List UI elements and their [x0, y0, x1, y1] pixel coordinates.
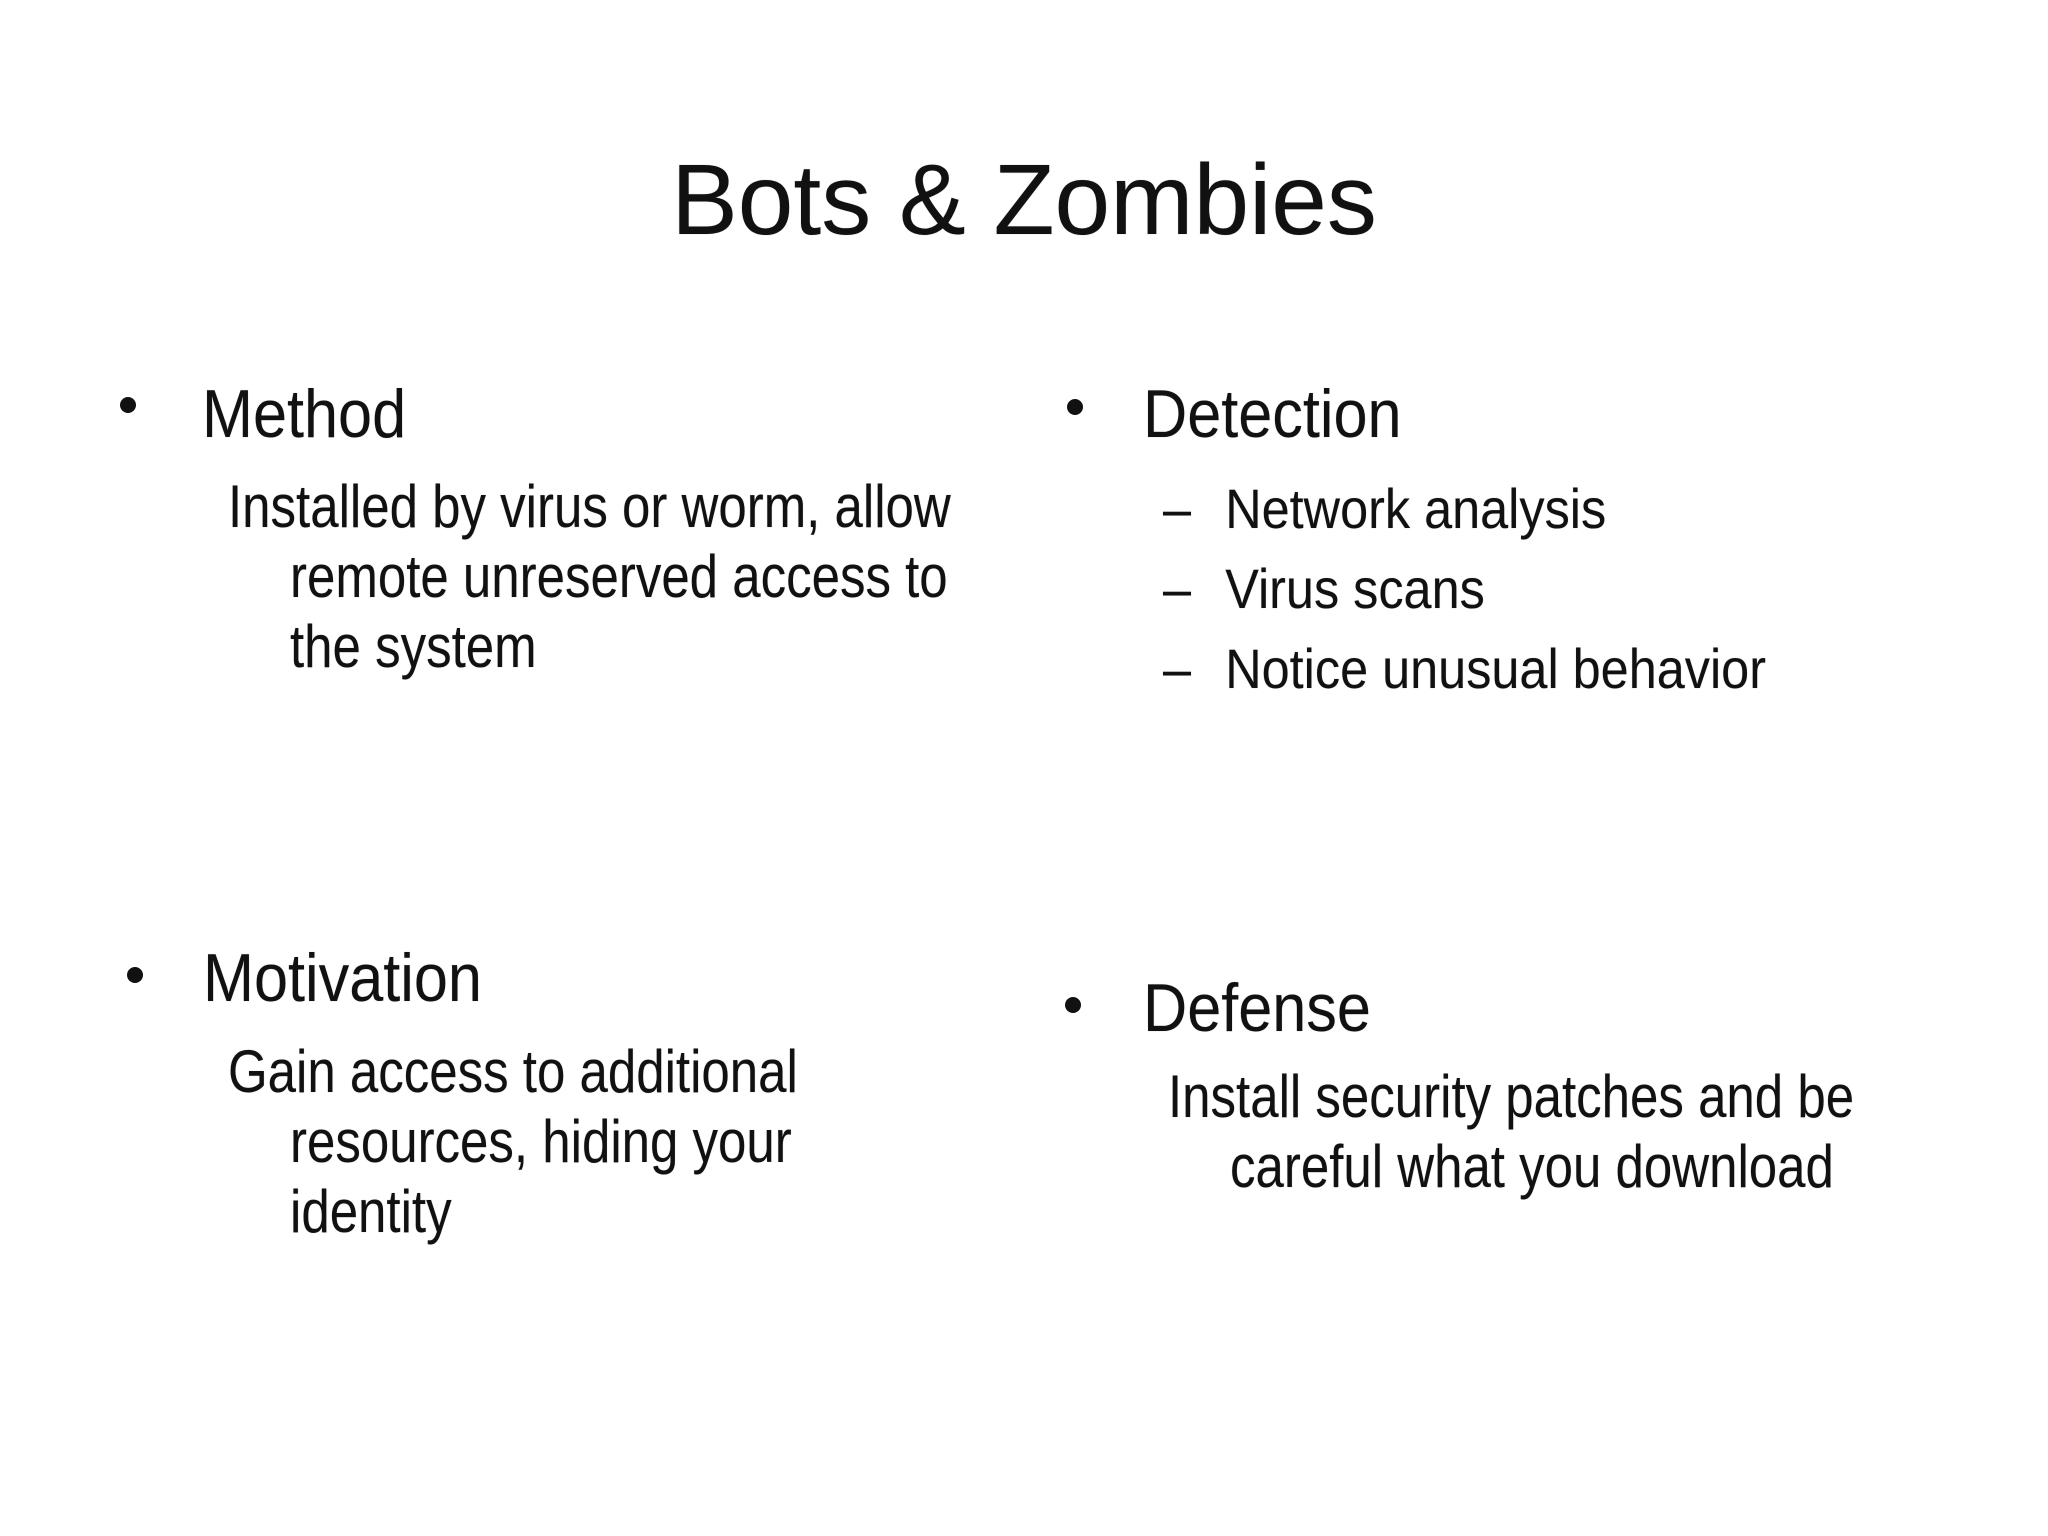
section-heading-detection: Detection	[1143, 380, 1430, 448]
bullet-icon	[1065, 997, 1081, 1013]
body-line-text: Gain access to additional	[228, 1038, 798, 1105]
bullet-icon	[1067, 399, 1083, 415]
body-line-text: Installed by virus or worm, allow	[228, 473, 951, 540]
list-item-row: –Network analysis	[1163, 469, 1606, 549]
body-line: Install security patches and be	[1168, 1062, 1975, 1132]
body-line: remote unreserved access to	[228, 542, 1078, 612]
body-line-text: Install security patches and be	[1168, 1063, 1855, 1130]
list-item: –Network analysis	[1163, 469, 1833, 549]
dash-marker: –	[1163, 557, 1192, 620]
detection-item-list: –Network analysis –Virus scans –Notice u…	[1163, 469, 1833, 709]
list-item-label: Notice unusual behavior	[1225, 637, 1766, 700]
body-line: careful what you download	[1168, 1132, 1975, 1202]
section-heading-defense: Defense	[1143, 974, 1396, 1042]
list-item-row: –Notice unusual behavior	[1163, 629, 1766, 709]
list-item: –Notice unusual behavior	[1163, 629, 1833, 709]
body-line: resources, hiding your	[228, 1107, 898, 1177]
body-line-text: the system	[290, 613, 537, 680]
dash-marker: –	[1163, 477, 1192, 540]
body-line: Gain access to additional	[228, 1037, 898, 1107]
section-body-defense: Install security patches and be careful …	[1168, 1062, 1975, 1202]
heading-text: Detection	[1143, 376, 1402, 452]
bullet-icon	[120, 397, 136, 413]
body-line-text: careful what you download	[1230, 1133, 1834, 1200]
section-body-motivation: Gain access to additional resources, hid…	[228, 1037, 898, 1247]
slide-title: Bots & Zombies	[671, 144, 1377, 256]
list-item-row: –Virus scans	[1163, 549, 1485, 629]
heading-text: Defense	[1143, 970, 1371, 1046]
section-body-method: Installed by virus or worm, allow remote…	[228, 472, 1078, 682]
dash-marker: –	[1163, 637, 1192, 700]
bullet-icon	[127, 967, 143, 983]
body-line: the system	[228, 612, 1078, 682]
body-line-text: identity	[290, 1178, 452, 1245]
list-item: –Virus scans	[1163, 549, 1833, 629]
body-line: identity	[228, 1177, 898, 1247]
body-line-text: resources, hiding your	[290, 1108, 792, 1175]
list-item-label: Network analysis	[1225, 477, 1607, 540]
body-line-text: remote unreserved access to	[290, 543, 948, 610]
body-line: Installed by virus or worm, allow	[228, 472, 1078, 542]
section-heading-method: Method	[202, 380, 429, 448]
heading-text: Motivation	[203, 940, 482, 1016]
heading-text: Method	[202, 376, 407, 452]
section-heading-motivation: Motivation	[203, 944, 513, 1012]
list-item-label: Virus scans	[1225, 557, 1485, 620]
